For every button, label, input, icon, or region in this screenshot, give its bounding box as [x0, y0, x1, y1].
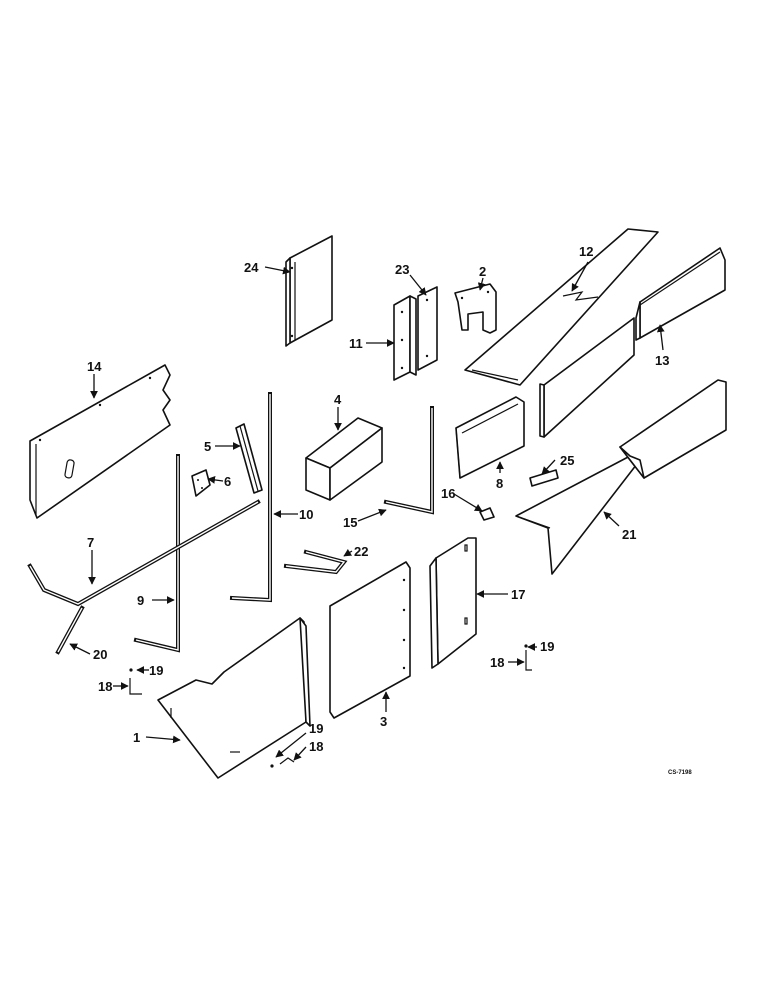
callout-17: 17 [511, 587, 525, 602]
hardware-18-19-bottom [270, 757, 295, 768]
part-8-box-panel [455, 396, 525, 479]
part-17-tapered-panel [429, 537, 477, 669]
callout-19-left: 19 [149, 663, 163, 678]
part-21-angle [515, 379, 727, 575]
callout-19-bottom: 19 [309, 721, 323, 736]
part-3-panel [329, 561, 411, 719]
leader-lines [69, 261, 665, 761]
callout-12: 12 [579, 244, 593, 259]
part-20-bar [55, 605, 85, 655]
part-16-clip [479, 507, 495, 521]
part-22-bent-bar [283, 549, 348, 575]
part-15-lbar [383, 406, 434, 515]
drawing-code: CS-7198 [668, 770, 692, 776]
part-12-top-panel [464, 228, 659, 386]
callout-8: 8 [496, 476, 503, 491]
callout-21: 21 [622, 527, 636, 542]
callout-10: 10 [299, 507, 313, 522]
callout-13: 13 [655, 353, 669, 368]
callout-7: 7 [87, 535, 94, 550]
callout-labels: 24 23 2 11 12 13 14 5 6 4 8 25 21 16 15 … [87, 244, 692, 776]
callout-14: 14 [87, 359, 102, 374]
callout-25: 25 [560, 453, 574, 468]
callout-18-bottom: 18 [309, 739, 323, 754]
part-1-bottom-panel [157, 617, 311, 779]
callout-11: 11 [349, 336, 363, 351]
part-4-plate [305, 417, 383, 501]
callout-18-left: 18 [98, 679, 112, 694]
callout-6: 6 [224, 474, 231, 489]
part-14-long-panel [29, 364, 171, 519]
callout-1: 1 [133, 730, 140, 745]
callout-20: 20 [93, 647, 107, 662]
part-6-bracket [191, 469, 211, 497]
hardware-18-19-right [524, 644, 532, 671]
callout-22: 22 [354, 544, 368, 559]
part-10-lbar [229, 392, 272, 603]
callout-16: 16 [441, 486, 455, 501]
callout-19-right: 19 [540, 639, 554, 654]
part-2-shield [454, 283, 497, 334]
callout-24: 24 [244, 260, 259, 275]
callout-18-right: 18 [490, 655, 504, 670]
part-24-panel [285, 235, 333, 347]
part-13-side-panel [539, 247, 726, 438]
part-7-channel [27, 499, 261, 607]
part-5-angle [235, 423, 263, 494]
callout-5: 5 [204, 439, 211, 454]
part-11-bracket [393, 295, 417, 381]
part-9-lbar [133, 454, 180, 653]
callout-9: 9 [137, 593, 144, 608]
callout-23: 23 [395, 262, 409, 277]
callout-15: 15 [343, 515, 357, 530]
callout-4: 4 [334, 392, 342, 407]
hardware-18-19-left [129, 668, 142, 695]
callout-3: 3 [380, 714, 387, 729]
part-23-strip [417, 286, 438, 371]
callout-2: 2 [479, 264, 486, 279]
